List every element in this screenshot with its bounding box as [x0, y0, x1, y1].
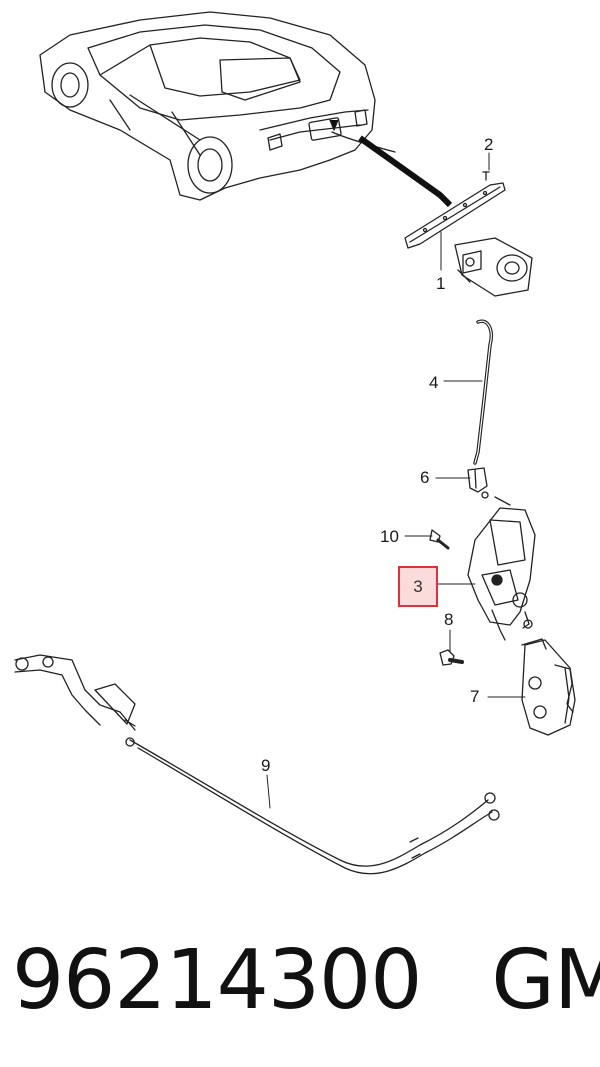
part-6-clip [467, 467, 489, 499]
callout-9: 9 [261, 756, 271, 775]
leader-lines [266, 152, 526, 809]
callout-7: 7 [470, 687, 480, 706]
callout-6: 6 [420, 468, 430, 487]
part-7-striker [521, 638, 576, 736]
part-1-garnish [404, 182, 506, 249]
part-4-rod [473, 319, 493, 465]
car-illustration [39, 11, 453, 208]
part-3-latch [467, 496, 536, 641]
part-number: 96214300 [12, 932, 422, 1028]
brand-name: GM [491, 932, 600, 1028]
callout-4: 4 [429, 373, 439, 392]
callout-10: 10 [380, 527, 399, 546]
part-number-footer: 96214300 GM [12, 925, 600, 1035]
lock-cylinder [454, 237, 533, 297]
part-9-cable [14, 654, 500, 875]
callout-8: 8 [444, 610, 454, 629]
parts-diagram [14, 11, 576, 875]
part-8-bolt [439, 649, 464, 666]
callout-1: 1 [436, 274, 446, 293]
callout-2: 2 [484, 135, 494, 154]
part-2-screw [482, 171, 490, 181]
callout-3-highlight[interactable]: 3 [398, 566, 438, 607]
callout-3: 3 [413, 576, 423, 596]
part-10-bolt [429, 529, 450, 550]
